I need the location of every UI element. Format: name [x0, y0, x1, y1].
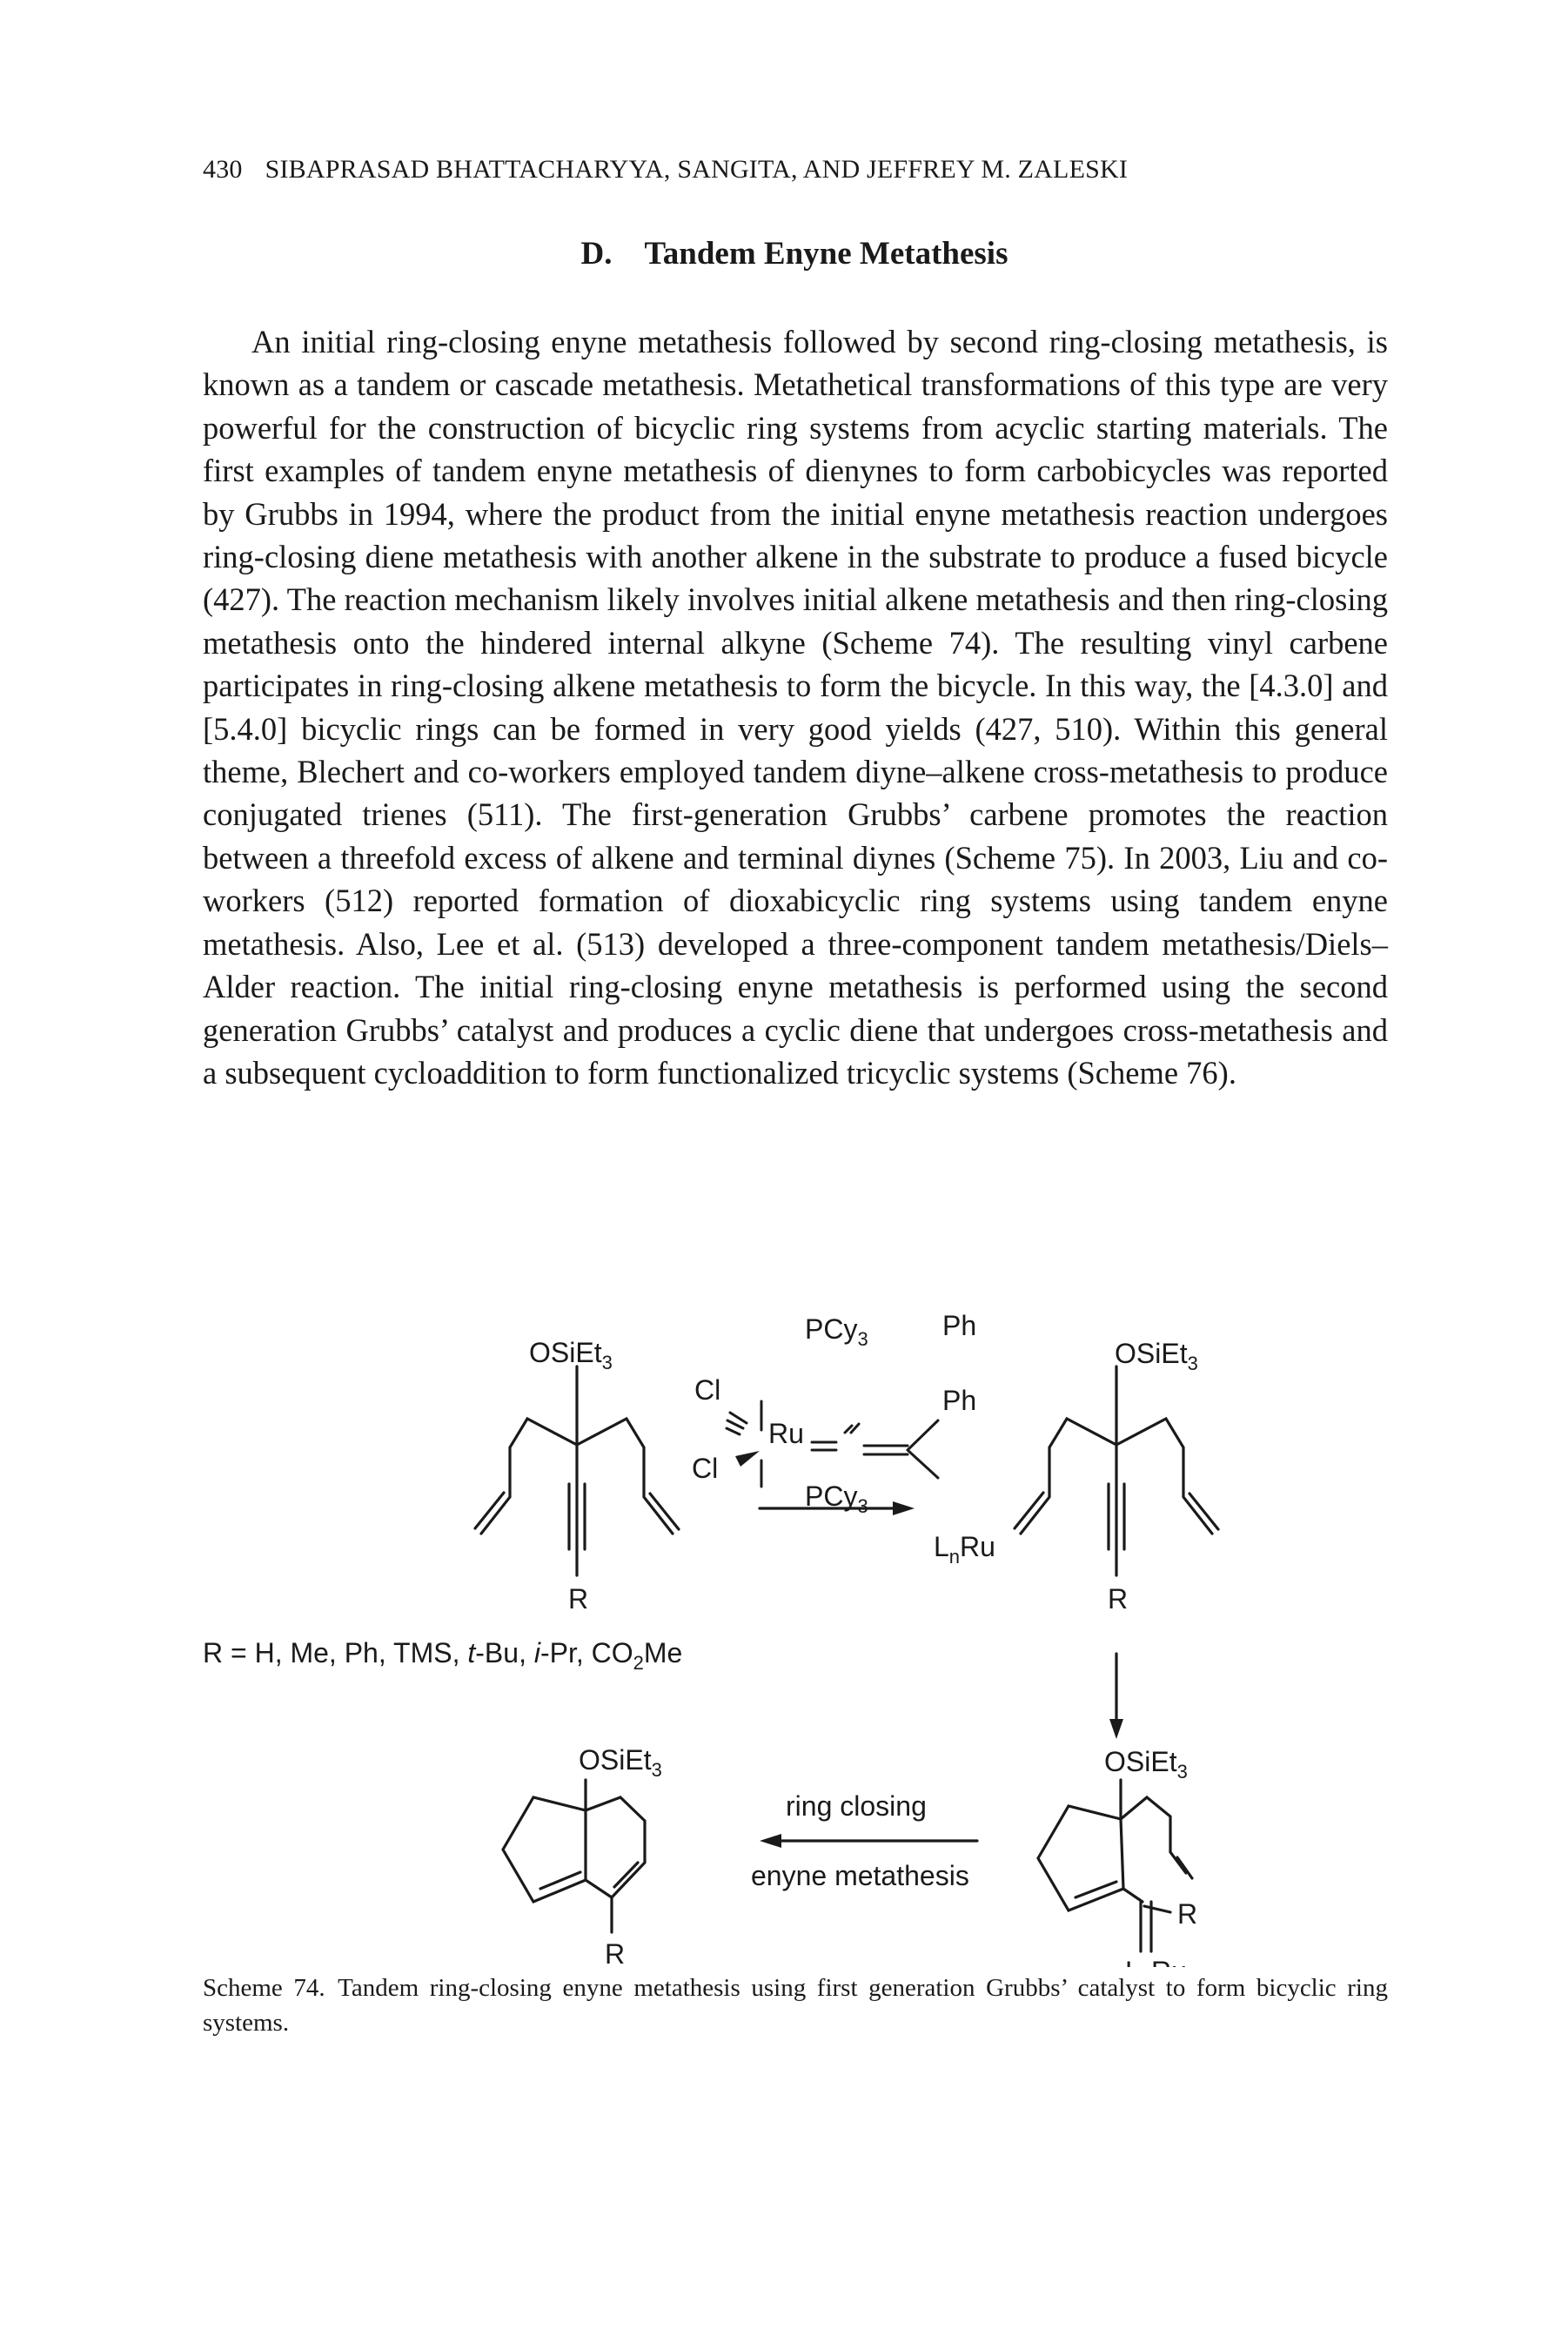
r-label-1: R: [568, 1583, 588, 1615]
cyclohexadiene-ring-4: [584, 1796, 647, 1900]
running-head-authors: SIBAPRASAD BHATTACHARYYA, SANGITA, AND J…: [265, 155, 1129, 184]
osiet3-label-2: OSiEt3: [1115, 1338, 1198, 1374]
cl-label-top: Cl: [694, 1374, 720, 1406]
ring-double-3: [1074, 1880, 1118, 1899]
page-number: 430: [203, 155, 243, 184]
side-chain-3: [1119, 1795, 1188, 1875]
alkyne-extra-lines-2: [1107, 1482, 1126, 1551]
section-title: D. Tandem Enyne Metathesis: [580, 236, 1008, 272]
scheme-arrowheads: [735, 1451, 1123, 1848]
enyne-metathesis-label: enyne metathesis: [751, 1860, 969, 1891]
right-allyl-chain-2: [1115, 1416, 1214, 1535]
scheme-bonds: [473, 1365, 1220, 1953]
scheme-caption: Scheme 74. Tandem ring-closing enyne met…: [203, 1974, 1388, 2037]
arrowhead-3: [760, 1834, 781, 1848]
ring-closing-label: ring closing: [786, 1790, 927, 1822]
grubbs-catalyst-bonds: [725, 1400, 940, 1488]
ph-label-top: Ph: [942, 1310, 976, 1341]
ru-alkylidene-double: [1013, 1491, 1045, 1530]
r-label-2: R: [1108, 1583, 1128, 1615]
arrowhead-1: [893, 1501, 915, 1515]
r-label-3: R: [1177, 1898, 1197, 1930]
osiet3-label-3: OSiEt3: [1104, 1746, 1188, 1783]
left-allyl-chain-1: [479, 1416, 579, 1535]
r-label-4: R: [605, 1938, 625, 1967]
ring-double-4b: [613, 1861, 640, 1889]
ring-double-4: [539, 1870, 582, 1890]
ru-c-hash: [843, 1422, 861, 1434]
lnru-label-3: LnRu: [1125, 1956, 1187, 1967]
pcy3-bottom-label: PCy3: [805, 1480, 868, 1517]
reaction-scheme-svg: OSiEt3 R R = H, Me, Ph, TMS, t-Bu, i-Pr,…: [203, 1310, 1220, 1967]
left-alkene-double-1: [473, 1491, 506, 1530]
cl-label-bottom: Cl: [692, 1453, 718, 1484]
ru-cl-wedge: [735, 1451, 760, 1467]
alkyne-extra-lines-1: [567, 1482, 586, 1551]
osiet3-label-1: OSiEt3: [529, 1337, 613, 1373]
alkylidene-double: [862, 1444, 909, 1456]
right-alkene-double-2: [1188, 1492, 1220, 1531]
ru-double-bond-3: [1139, 1900, 1153, 1953]
ru-label: Ru: [768, 1418, 804, 1449]
left-ru-alkylidene-chain: [1019, 1416, 1118, 1535]
running-head: 430 SIBAPRASAD BHATTACHARYYA, SANGITA, AN…: [203, 155, 1386, 185]
arrowhead-2: [1109, 1719, 1123, 1739]
side-alkene-double-3: [1176, 1856, 1194, 1880]
cyclopentene-ring-3: [1036, 1804, 1125, 1912]
scheme-74-figure: OSiEt3 R R = H, Me, Ph, TMS, t-Bu, i-Pr,…: [203, 1288, 1388, 1967]
ru-cl-hash: [725, 1411, 748, 1436]
right-alkene-double-1: [648, 1492, 680, 1531]
ph-label-bottom: Ph: [942, 1385, 976, 1416]
lnru-label-2: LnRu: [934, 1531, 995, 1568]
cyclopentene-ring-4: [501, 1796, 587, 1904]
pcy3-top-label: PCy3: [805, 1313, 868, 1350]
body-paragraph: An initial ring-closing enyne metathesis…: [203, 324, 1388, 1091]
r-bond-3: [1142, 1904, 1172, 1914]
scheme-labels: OSiEt3 R R = H, Me, Ph, TMS, t-Bu, i-Pr,…: [203, 1310, 1198, 1967]
right-allyl-chain-1: [575, 1416, 674, 1535]
diphenyl-branches: [906, 1419, 940, 1480]
r-substituent-list: R = H, Me, Ph, TMS, t-Bu, i-Pr, CO2Me: [203, 1637, 682, 1674]
ru-c-double: [810, 1440, 838, 1452]
carbene-carbon-3: [1122, 1887, 1144, 1904]
osiet3-label-4: OSiEt3: [579, 1744, 662, 1781]
